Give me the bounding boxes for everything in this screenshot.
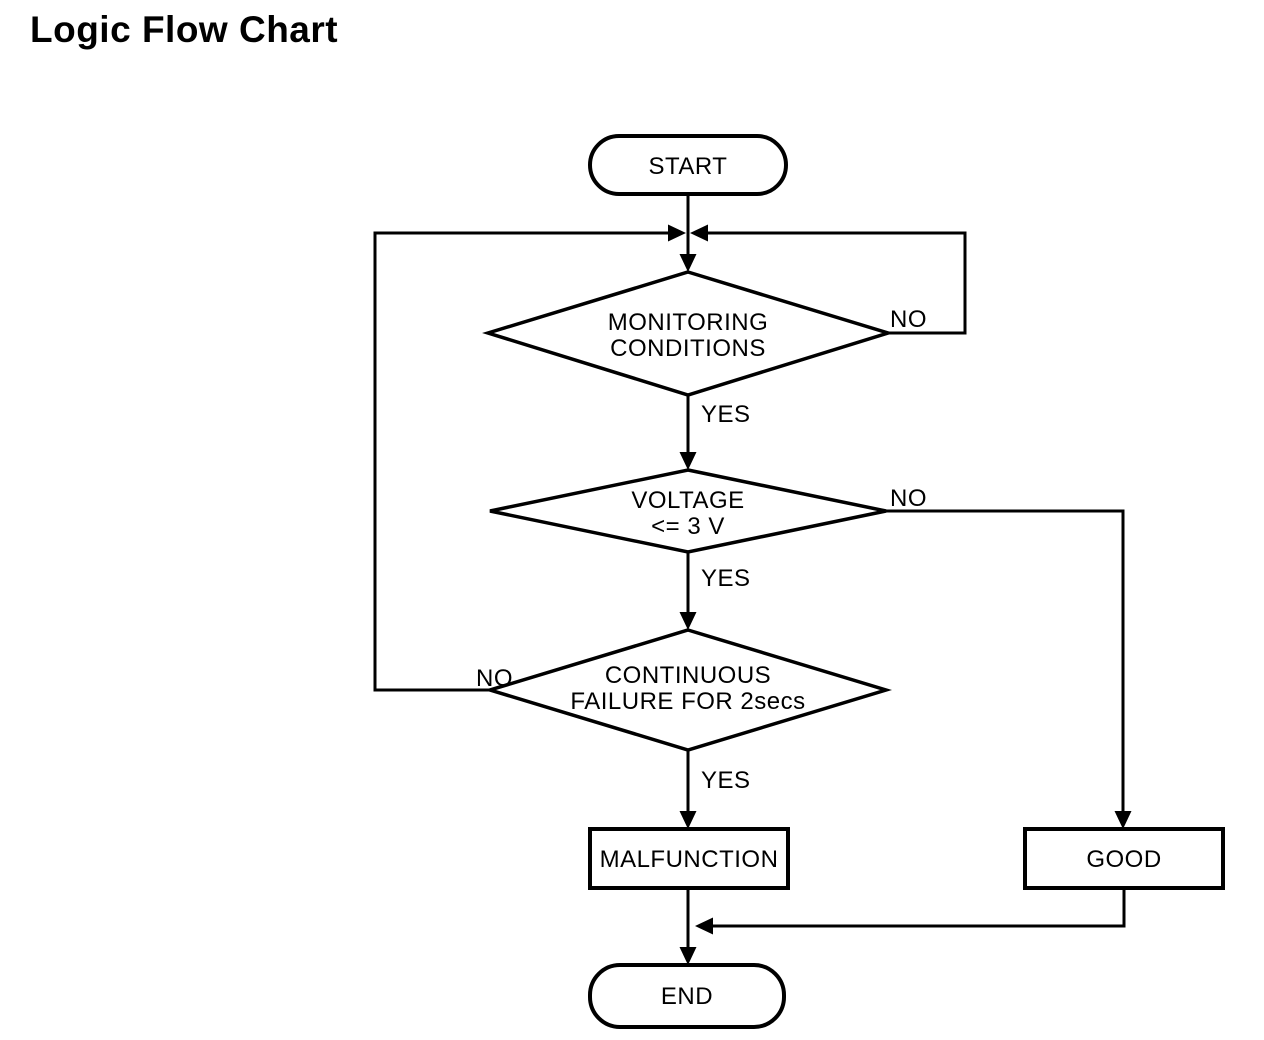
start-node-label: START (649, 153, 728, 180)
edge-monitoring-yes: YES (679, 395, 751, 470)
monitoring-conditions-label-line2: CONDITIONS (610, 335, 766, 362)
arrowhead (679, 947, 697, 965)
good-node-shape (1023, 827, 1225, 890)
arrowhead (679, 452, 697, 470)
edge-malfunction-to-end (679, 888, 697, 965)
end-node-shape (588, 963, 786, 1029)
malfunction-node: MALFUNCTION (588, 827, 790, 890)
edge-start-to-monitoring (679, 194, 697, 272)
monitoring-conditions-decision: MONITORING CONDITIONS (482, 270, 894, 397)
branch-label-monitoring-yes: YES (701, 401, 751, 428)
good-node-label: GOOD (1086, 846, 1161, 873)
edge-voltage-no: NO (886, 485, 1132, 829)
voltage-label-line2: <= 3 V (651, 513, 725, 540)
branch-label-voltage-no: NO (890, 485, 927, 512)
start-node: START (588, 134, 788, 196)
arrowhead (679, 612, 697, 630)
arrowhead (1114, 811, 1132, 829)
branch-label-monitoring-no: NO (890, 306, 927, 333)
continuous-failure-label-line1: CONTINUOUS (605, 662, 771, 689)
arrowhead (668, 224, 686, 242)
end-node: END (588, 963, 786, 1029)
monitoring-conditions-label-line1: MONITORING (608, 309, 769, 336)
edge-good-to-end (695, 888, 1126, 935)
voltage-decision: VOLTAGE <= 3 V (489, 468, 887, 554)
arrowhead (679, 254, 697, 272)
edge-monitoring-no-loop: NO (690, 224, 967, 335)
malfunction-node-label: MALFUNCTION (600, 846, 779, 873)
good-node: GOOD (1023, 827, 1225, 890)
voltage-label-line1: VOLTAGE (631, 487, 744, 514)
branch-label-continuous-yes: YES (701, 767, 751, 794)
continuous-failure-decision: CONTINUOUS FAILURE FOR 2secs (483, 628, 893, 752)
arrowhead (679, 811, 697, 829)
arrowhead (695, 917, 713, 935)
arrowhead (690, 224, 708, 242)
end-node-label: END (661, 983, 713, 1010)
edge-continuous-yes: YES (679, 750, 751, 829)
edge-voltage-yes: YES (679, 552, 751, 630)
branch-label-voltage-yes: YES (701, 565, 751, 592)
continuous-failure-label-line2: FAILURE FOR 2secs (570, 688, 805, 715)
page-title: Logic Flow Chart (30, 9, 338, 50)
start-node-shape (588, 134, 788, 196)
